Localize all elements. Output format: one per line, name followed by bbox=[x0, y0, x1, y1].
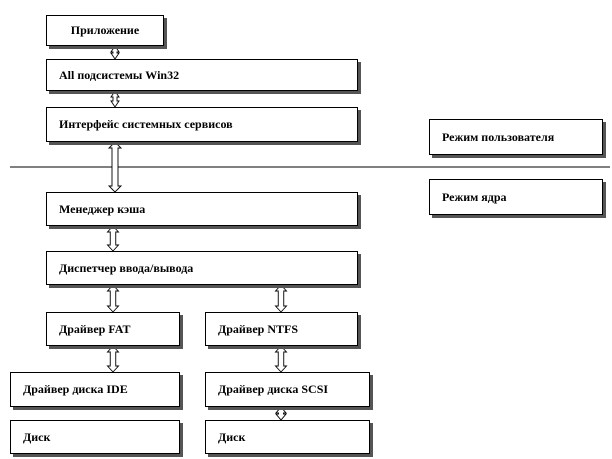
arrow-scsi-disk bbox=[275, 406, 287, 421]
box-fat-driver-label: Драйвер FAT bbox=[59, 321, 131, 336]
box-system-services: Интерфейс системных сервисов bbox=[46, 107, 358, 142]
box-cache-manager: Менеджер кэша bbox=[46, 192, 358, 226]
box-io-manager-label: Диспетчер ввода/вывода bbox=[59, 260, 194, 275]
legend-kernel-mode-label: Режим ядра bbox=[442, 189, 507, 204]
box-scsi-disk-driver: Драйвер диска SCSI bbox=[205, 372, 370, 407]
box-win32-label: All подсистемы Win32 bbox=[59, 67, 180, 82]
box-application-label: Приложение bbox=[70, 23, 140, 37]
arrow-io-ntfs bbox=[274, 284, 288, 313]
arrow-cache-io bbox=[106, 225, 120, 252]
box-ide-disk-driver: Драйвер диска IDE bbox=[10, 372, 180, 407]
arrow-ntfs-scsi bbox=[274, 345, 288, 373]
box-application: Приложение bbox=[46, 15, 164, 46]
arrow-win32-services bbox=[110, 90, 120, 108]
legend-kernel-mode: Режим ядра bbox=[429, 179, 603, 215]
arrow-app-win32 bbox=[110, 45, 120, 60]
box-scsi-disk-driver-label: Драйвер диска SCSI bbox=[218, 382, 329, 396]
box-io-manager: Диспетчер ввода/вывода bbox=[46, 251, 358, 285]
legend-user-mode: Режим пользователя bbox=[429, 119, 603, 155]
box-win32-subsystems: All подсистемы Win32 bbox=[46, 59, 358, 91]
connector-arrows bbox=[106, 45, 288, 421]
box-ntfs-driver-label: Драйвер NTFS bbox=[218, 321, 298, 336]
box-system-services-label: Интерфейс системных сервисов bbox=[59, 117, 233, 131]
legend-user-mode-label: Режим пользователя bbox=[442, 129, 555, 144]
box-ntfs-driver: Драйвер NTFS bbox=[205, 312, 358, 346]
arrow-io-fat bbox=[106, 284, 120, 313]
box-disk-right-label: Диск bbox=[218, 429, 246, 444]
box-cache-manager-label: Менеджер кэша bbox=[59, 201, 146, 216]
box-disk-right: Диск bbox=[205, 420, 370, 454]
box-fat-driver: Драйвер FAT bbox=[46, 312, 180, 346]
box-disk-left: Диск bbox=[10, 420, 180, 454]
arrow-fat-ide bbox=[106, 345, 120, 373]
box-disk-left-label: Диск bbox=[23, 429, 51, 444]
box-ide-disk-driver-label: Драйвер диска IDE bbox=[23, 382, 128, 396]
